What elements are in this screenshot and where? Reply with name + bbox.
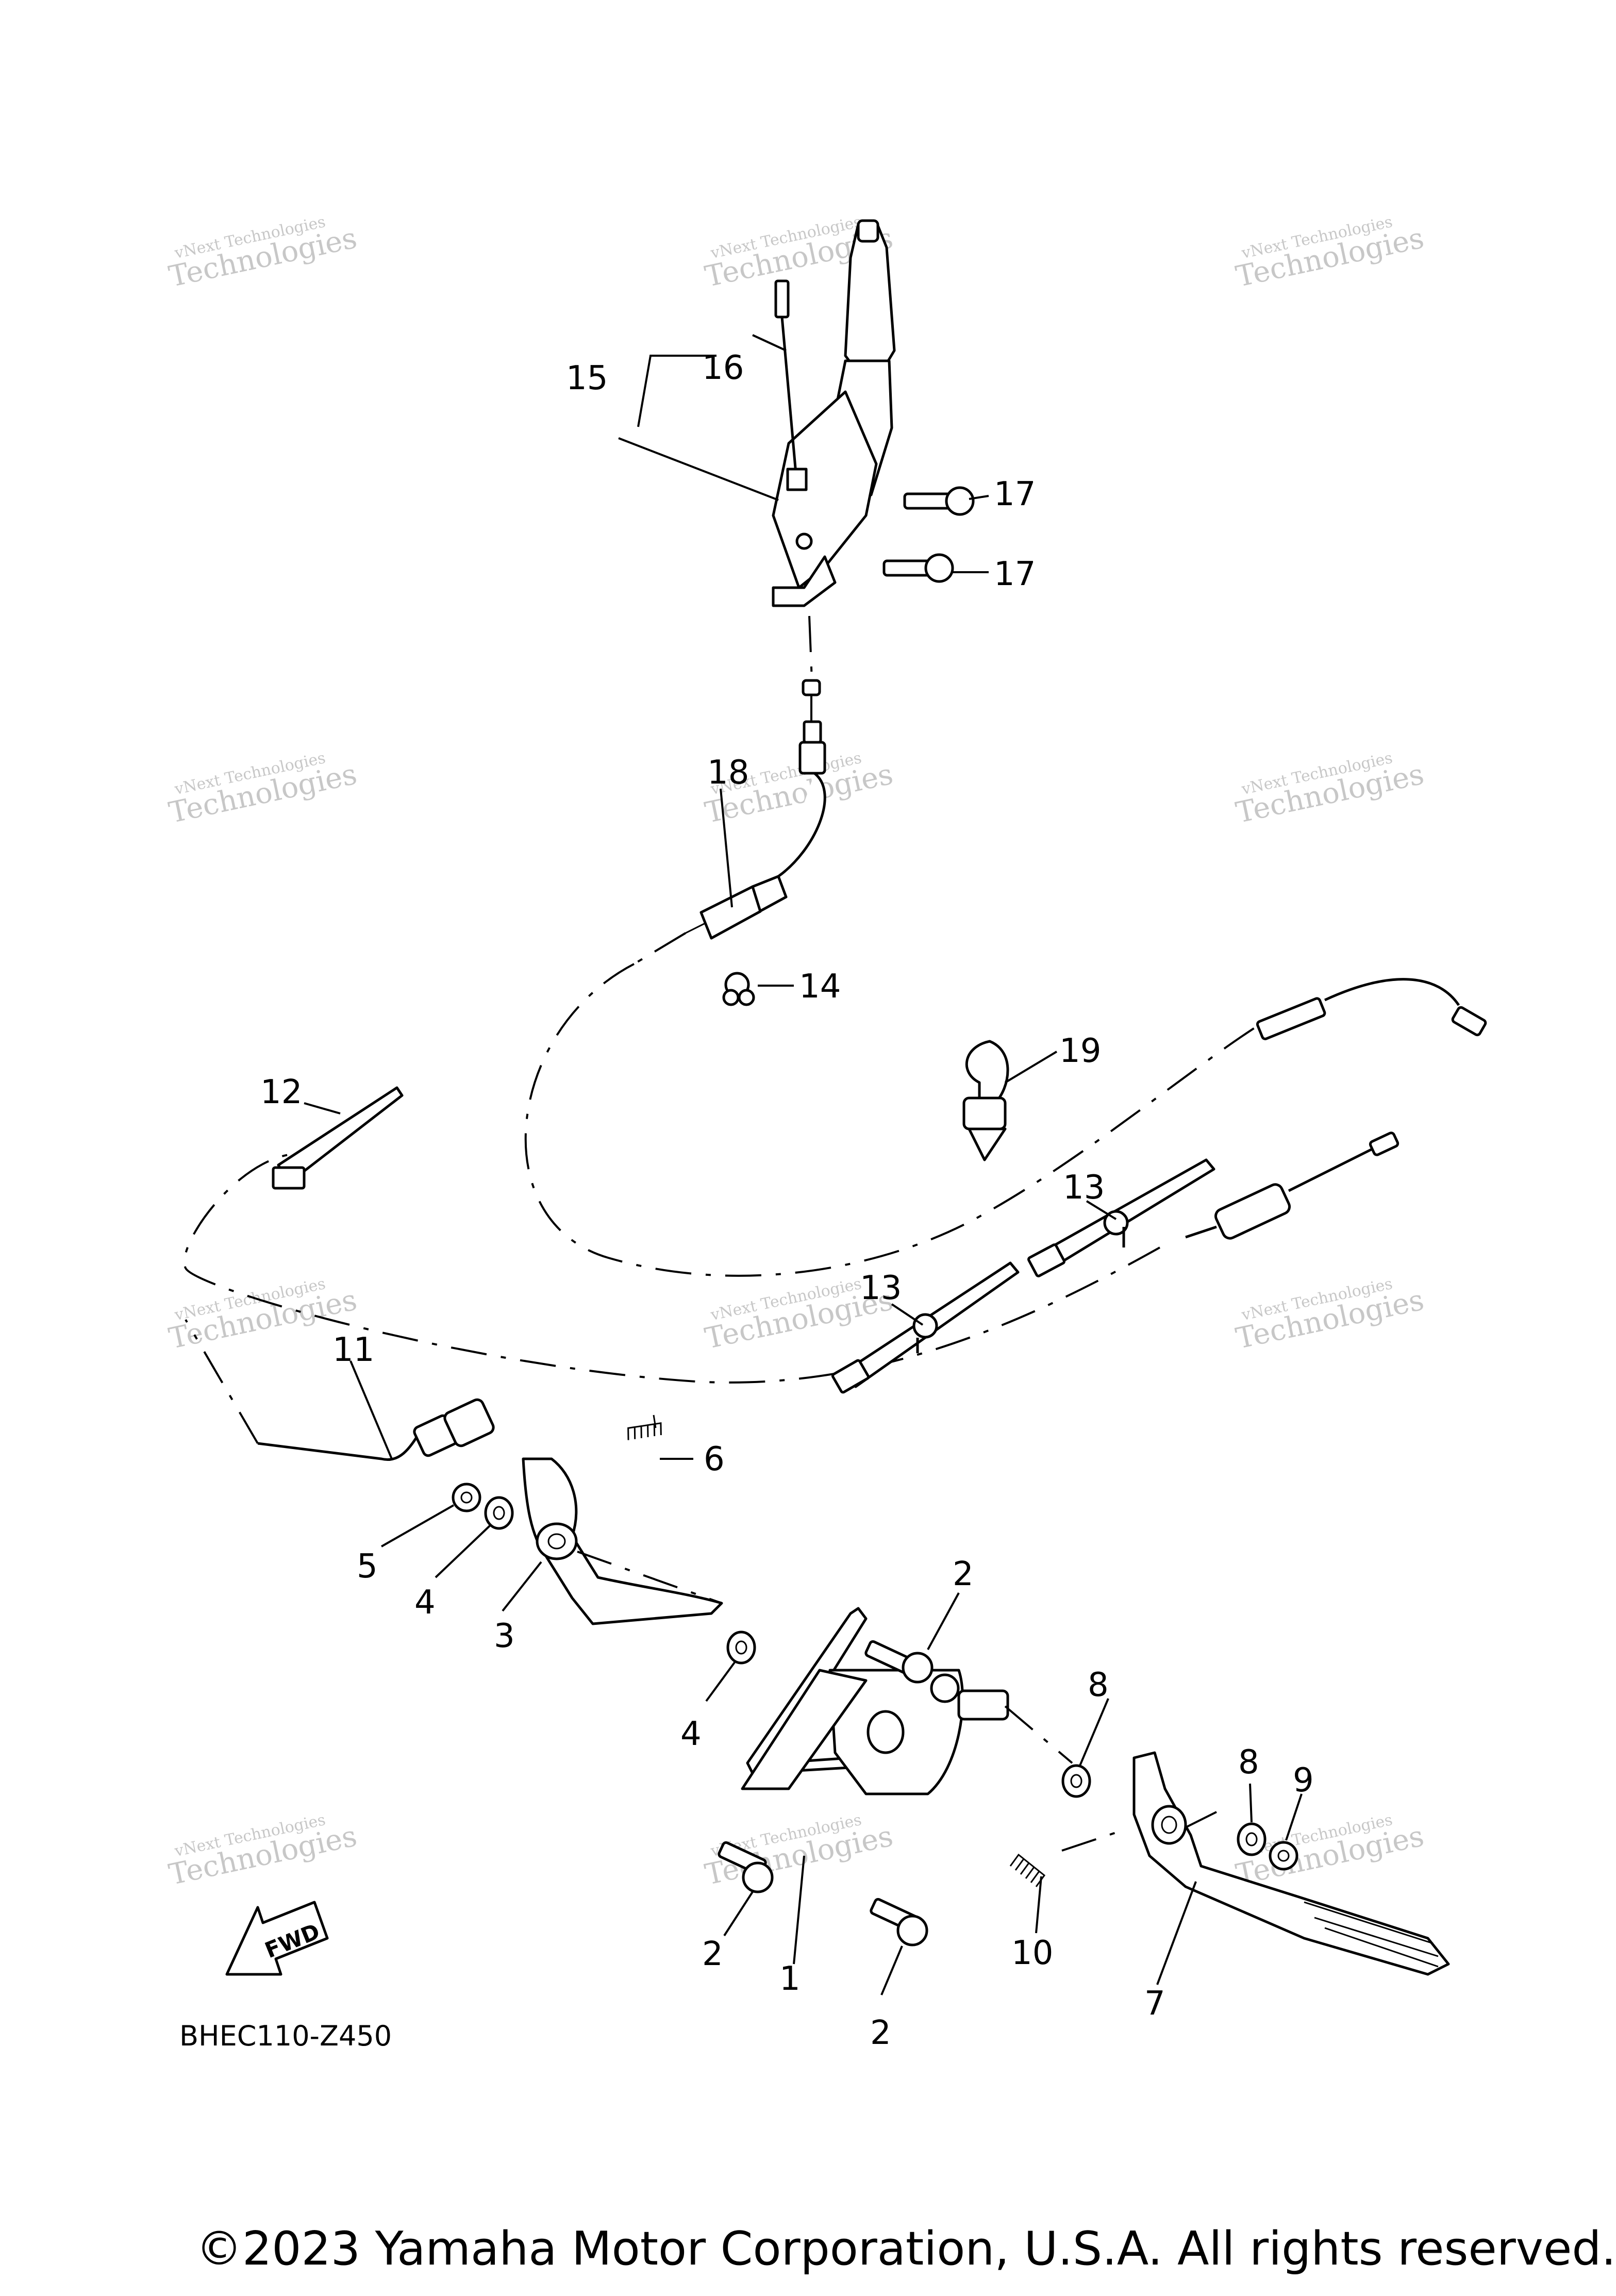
callout-2: 2	[870, 2014, 891, 2052]
centerline-pivot	[1004, 1705, 1073, 1764]
callout-4: 4	[680, 1715, 702, 1753]
callout-10: 10	[1011, 1934, 1053, 1972]
washer-8-left	[1061, 1764, 1091, 1798]
callout-13: 13	[1063, 1169, 1105, 1207]
callout-14: 14	[799, 968, 841, 1006]
leader-19	[1004, 1051, 1058, 1084]
leader-9	[1285, 1793, 1303, 1841]
leader-5	[381, 1504, 454, 1548]
cable-end-lower-right	[1185, 1132, 1400, 1240]
washer-4-left	[484, 1496, 514, 1530]
bolt-17-lower	[882, 553, 954, 583]
callout-8: 8	[1088, 1666, 1109, 1704]
cable-tie-13-lower	[831, 1261, 1020, 1394]
leader-15	[618, 437, 779, 501]
cable-tie-12	[272, 1086, 404, 1190]
pedal-bracket-1	[741, 1607, 1009, 1795]
bolt-2-lower-right	[870, 1898, 928, 1946]
callout-17: 17	[994, 555, 1036, 593]
callout-16: 16	[702, 349, 744, 387]
callout-11: 11	[332, 1331, 374, 1369]
fwd-arrow-icon: FWD	[225, 1901, 329, 1976]
centerline-lever	[577, 1551, 722, 1604]
leader-8b	[1249, 1783, 1253, 1823]
circlip-9	[1269, 1841, 1298, 1871]
leader-8a	[1079, 1698, 1109, 1766]
diagram-code: BHEC110-Z450	[179, 2020, 392, 2052]
leader-1	[793, 1855, 805, 1965]
callout-7: 7	[1144, 1985, 1165, 2023]
lever-tip	[857, 219, 879, 243]
callout-2: 2	[953, 1555, 974, 1593]
callout-labels: 15 16 17 17 18 14 19 12 13 13 11 6 5 4 3…	[260, 349, 1314, 2052]
brake-cable-loop	[524, 963, 1259, 1277]
callout-19: 19	[1059, 1032, 1101, 1070]
callout-4: 4	[414, 1584, 436, 1622]
leader-2c	[880, 1945, 903, 1995]
cable-11-end	[185, 1319, 495, 1461]
leader-18	[720, 788, 733, 908]
leader-16	[752, 334, 787, 352]
bolt-2-lower-left	[718, 1841, 774, 1893]
release-rod	[780, 317, 798, 480]
bolt-17-upper	[903, 486, 975, 516]
callout-2: 2	[702, 1935, 723, 1973]
callout-5: 5	[357, 1548, 378, 1586]
callout-1: 1	[779, 1960, 801, 1998]
lever-base	[772, 555, 837, 607]
spring-10	[1009, 1829, 1124, 1887]
brake-pedal-7	[1132, 1751, 1450, 1976]
parking-brake-lever-assembly	[772, 219, 975, 607]
callout-12: 12	[260, 1073, 302, 1111]
leader-13b	[891, 1303, 924, 1326]
pivot-hole	[795, 533, 813, 550]
callout-8: 8	[1238, 1743, 1259, 1782]
leader-4b	[705, 1661, 736, 1702]
leader-4a	[435, 1525, 491, 1578]
cable-end-upper-right	[1256, 978, 1487, 1040]
leader-15-bracket	[637, 355, 717, 427]
callout-6: 6	[704, 1440, 725, 1478]
leader-7	[1156, 1881, 1197, 1985]
callout-17: 17	[994, 475, 1036, 513]
washer-8-right	[1237, 1822, 1267, 1856]
leader-11	[349, 1360, 393, 1459]
brake-cable-18	[633, 615, 826, 965]
clip-14	[722, 972, 755, 1006]
leader-17a	[969, 495, 989, 500]
callout-9: 9	[1293, 1761, 1314, 1800]
callout-3: 3	[494, 1617, 515, 1655]
release-rod-end	[774, 279, 790, 319]
centerline-pedal	[1185, 1811, 1217, 1828]
circlip-5	[452, 1483, 481, 1512]
brake-cable-lower	[183, 1154, 1160, 1384]
leader-10	[1035, 1876, 1042, 1934]
leader-3	[502, 1561, 542, 1612]
holder-19	[962, 1040, 1009, 1161]
callout-15: 15	[566, 359, 608, 397]
callout-13: 13	[860, 1269, 902, 1307]
rod-clip	[786, 468, 808, 491]
leader-13a	[1086, 1200, 1117, 1220]
leader-12	[304, 1102, 341, 1114]
leader-2b	[723, 1891, 754, 1937]
copyright-notice: ©2023 Yamaha Motor Corporation, U.S.A. A…	[196, 2222, 1616, 2276]
lever-3	[522, 1457, 723, 1625]
callout-18: 18	[707, 754, 749, 792]
washer-4-right	[726, 1631, 756, 1665]
spring-6	[627, 1415, 662, 1440]
cable-tie-13-upper	[1027, 1158, 1215, 1277]
bolt-2-upper	[864, 1640, 934, 1684]
leader-2a	[927, 1592, 960, 1650]
